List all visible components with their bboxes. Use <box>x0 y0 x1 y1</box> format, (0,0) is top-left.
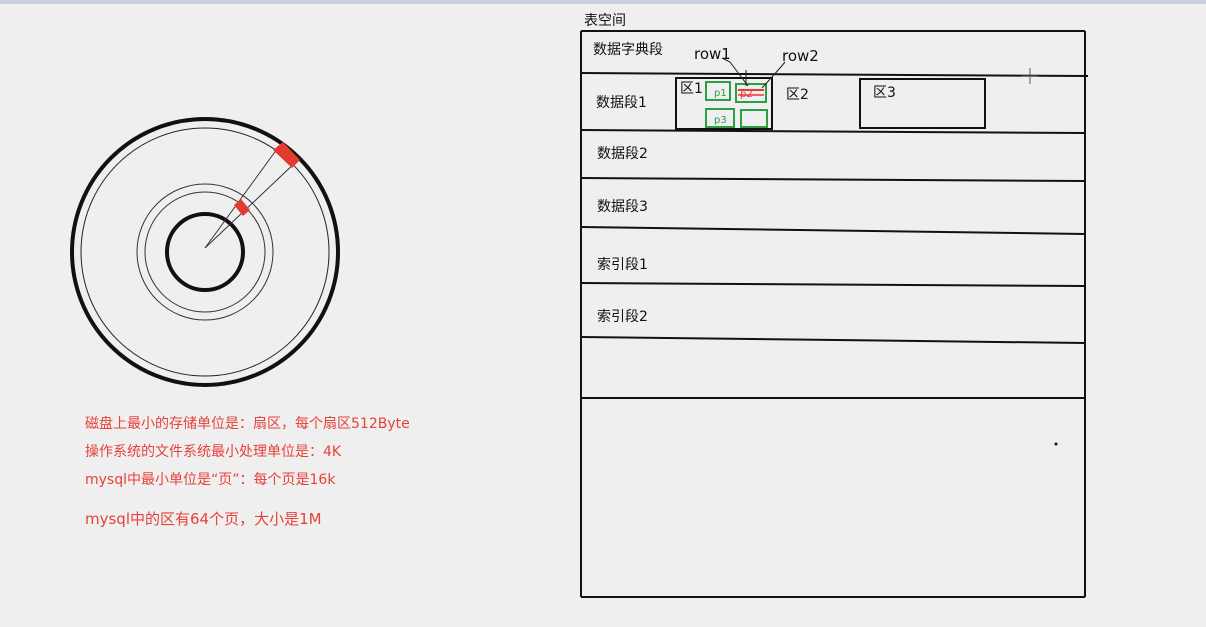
track-ring-2 <box>144 191 266 313</box>
segment-label-data-3: 数据段3 <box>597 199 648 215</box>
row-label-1: row1 <box>694 45 731 63</box>
outer-sector-mark <box>273 142 300 168</box>
page-label-p1: p1 <box>714 88 727 99</box>
note-disk-sector: 磁盘上最小的存储单位是：扇区，每个扇区512Byte <box>85 416 410 432</box>
note-mysql-extent: mysql中的区有64个页，大小是1M <box>85 510 322 528</box>
row2-pointer <box>761 61 786 89</box>
segment-label-index-2: 索引段2 <box>597 309 648 325</box>
tablespace-box <box>580 30 1089 598</box>
disk-platter <box>70 117 340 387</box>
disk-hub-ring <box>165 212 245 292</box>
tablespace-title: 表空间 <box>584 13 626 29</box>
page-p1-box <box>705 81 731 101</box>
disk-outer-inner-ring <box>80 127 330 377</box>
extent-label-3: 区3 <box>873 85 896 101</box>
note-mysql-page: mysql中最小单位是“页”：每个页是16k <box>85 472 336 488</box>
cursor-crosshair-icon <box>1022 68 1038 84</box>
stray-dot <box>1054 442 1058 446</box>
page-p3-box <box>705 108 735 128</box>
page-p2-box <box>735 83 767 103</box>
page-label-p3: p3 <box>714 115 727 126</box>
sector-line-1 <box>204 144 281 249</box>
sector-line-2 <box>204 159 299 249</box>
segment-label-index-1: 索引段1 <box>597 257 648 273</box>
extent-1-box <box>675 77 773 130</box>
window-top-border <box>0 0 1206 4</box>
segment-label-data-2: 数据段2 <box>597 146 648 162</box>
inner-sector-mark <box>234 199 250 216</box>
page-label-p2: p2 <box>740 89 753 100</box>
disk-outer-ring <box>70 117 340 387</box>
page-p4-box <box>740 109 768 128</box>
row1-pointer <box>721 57 749 87</box>
extent-3-box <box>859 78 986 129</box>
row-label-2: row2 <box>782 47 819 65</box>
extent-label-2: 区2 <box>786 87 809 103</box>
extent-label-1: 区1 <box>680 81 703 97</box>
segment-label-data-1: 数据段1 <box>596 95 647 111</box>
note-os-filesystem: 操作系统的文件系统最小处理单位是：4K <box>85 444 342 460</box>
track-ring-1 <box>136 183 274 321</box>
segment-label-dictionary: 数据字典段 <box>593 42 663 58</box>
